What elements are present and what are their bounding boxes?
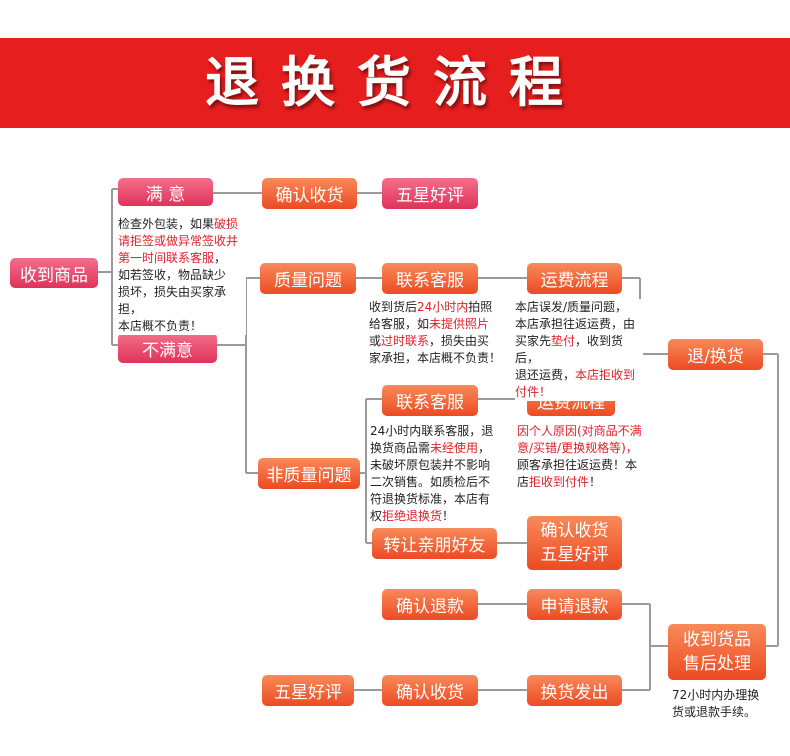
received-goods-line: 收到货品 <box>683 630 751 650</box>
node-unsatisfied: 不满意 <box>118 333 217 363</box>
node-non-quality-issue: 非质量问题 <box>258 458 360 489</box>
note-quality-shipping: 本店误发/质量问题， 本店承担往返运费，由 买家先垫付，收到货后， 退还运费，本… <box>515 299 643 401</box>
node-received: 收到商品 <box>10 258 98 288</box>
node-quality-issue: 质量问题 <box>260 263 356 294</box>
node-contact-service-2: 联系客服 <box>382 385 478 416</box>
node-five-star-top: 五星好评 <box>382 178 478 209</box>
after-sales-line: 售后处理 <box>683 654 751 674</box>
note-non-quality-contact: 24小时内联系客服，退 换货商品需未经使用， 未破坏原包装并不影响 二次销售。如… <box>370 423 500 525</box>
note-quality-contact: 收到货后24小时内拍照 给客服，如未提供照片 或过时联系，损失由买 家承担，本店… <box>369 299 509 367</box>
node-return-exchange: 退/换货 <box>668 339 763 370</box>
note-after-sales: 72小时内办理换 货或退款手续。 <box>672 687 782 721</box>
five-star-line: 五星好评 <box>540 545 609 565</box>
note-non-quality-shipping: 因个人原因(对商品不满 意/买错/更换规格等)， 顾客承担往返运费！本 店拒收到… <box>517 423 652 491</box>
node-confirm-refund: 确认退款 <box>382 589 478 620</box>
node-confirm-five-star-mid: 确认收货 五星好评 <box>527 516 622 570</box>
confirm-receipt-line: 确认收货 <box>540 521 609 541</box>
node-exchange-shipped: 换货发出 <box>527 675 622 706</box>
node-satisfied: 满 意 <box>118 178 213 206</box>
node-transfer-friends: 转让亲朋好友 <box>372 528 497 559</box>
node-apply-refund: 申请退款 <box>527 589 622 620</box>
node-shipping-flow-1: 运费流程 <box>527 263 622 294</box>
node-confirm-receipt-top: 确认收货 <box>262 178 357 209</box>
title-banner <box>0 38 790 128</box>
note-inspect-package: 检查外包装，如果破损 请拒签或做异常签收并 第一时间联系客服， 如若签收，物品缺… <box>118 216 246 335</box>
node-confirm-receipt-bottom: 确认收货 <box>382 675 478 706</box>
node-contact-service-1: 联系客服 <box>382 263 478 294</box>
node-after-sales: 收到货品 售后处理 <box>668 624 766 680</box>
node-five-star-bottom: 五星好评 <box>262 675 354 706</box>
page-title: 退换货流程 <box>205 51 585 114</box>
